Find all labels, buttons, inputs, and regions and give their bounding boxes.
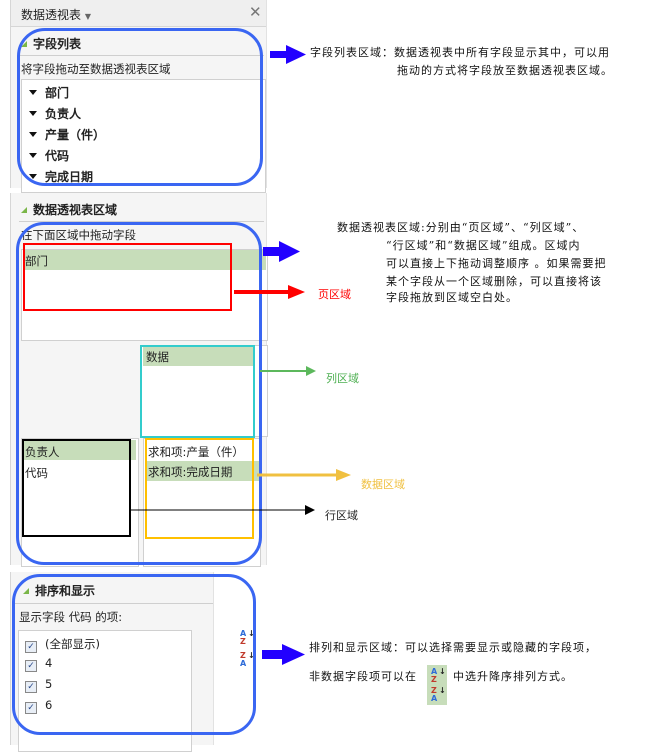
field-list-panel: 数据透视表 ▼ ✕ 字段列表 将字段拖动至数据透视表区域 部门 负责人 产量（件… [10, 0, 267, 193]
field-list-note: 拖动的方式将字段放至数据透视表区域。 [397, 64, 613, 77]
sort-display-panel: 排序和显示 显示字段 代码 的项: ✓(全部显示) ✓4 ✓5 ✓6 [10, 572, 214, 752]
page-field[interactable]: 部门 [25, 254, 48, 268]
item-checkbox[interactable]: ✓ (全部显示) [25, 636, 100, 653]
pivot-area-title: 数据透视表区域 [33, 203, 118, 217]
pivot-note: 字段拖放到区域空白处。 [386, 291, 518, 304]
collapse-triangle-icon [21, 207, 27, 213]
divider [15, 603, 213, 604]
field-label: 部门 [45, 86, 70, 100]
item-label: 5 [45, 677, 53, 691]
data-field[interactable]: 求和项:产量（件） [148, 445, 244, 459]
panel-titlebar [11, 0, 266, 27]
column-area-highlight [140, 345, 255, 438]
field-label: 代码 [45, 149, 70, 163]
page-area-label: 页区域 [318, 288, 351, 301]
row-area-label: 行区域 [325, 509, 358, 522]
item-list-box [18, 630, 192, 752]
blue-arrow-icon [263, 241, 300, 262]
sort-note: 非数据字段项可以在 [309, 670, 417, 683]
field-list-hint: 将字段拖动至数据透视表区域 [21, 62, 171, 76]
green-arrow-icon [260, 366, 316, 376]
pivot-area-panel: 数据透视表区域 在下面区域中拖动字段 部门 数据 负责人 代码 求和项:产量（件… [10, 193, 268, 567]
row-area-highlight [22, 439, 131, 537]
field-item[interactable]: 产量（件） [29, 126, 105, 143]
checkbox-checked-icon: ✓ [25, 681, 37, 693]
pivot-area-hint: 在下面区域中拖动字段 [21, 228, 136, 242]
page-area-highlight [23, 243, 232, 311]
column-area-label: 列区域 [326, 372, 359, 385]
field-list-box [21, 79, 266, 193]
item-checkbox[interactable]: ✓5 [25, 677, 52, 693]
field-list-title: 字段列表 [33, 37, 82, 51]
panel-title-dropdown[interactable]: 数据透视表 ▼ [21, 6, 91, 23]
pivot-note: “行区域”和“数据区域”组成。区域内 [386, 239, 581, 252]
data-field[interactable]: 求和项:完成日期 [148, 465, 233, 479]
pivot-note: 数据透视表区域:分别由“页区域”、“列区域”、 [337, 221, 585, 234]
checkbox-checked-icon: ✓ [25, 660, 37, 672]
field-list-note: 字段列表区域：数据透视表中所有字段显示其中，可以用 [310, 46, 610, 59]
divider [19, 55, 264, 56]
yellow-arrow-icon [257, 469, 351, 481]
field-label: 负责人 [45, 107, 82, 121]
item-label: (全部显示) [45, 637, 100, 651]
sort-display-highlight [12, 574, 256, 735]
close-icon[interactable]: ✕ [249, 3, 262, 21]
column-field[interactable]: 数据 [146, 350, 169, 364]
sort-display-hint: 显示字段 代码 的项: [19, 610, 123, 624]
data-area-highlight [145, 438, 254, 539]
item-label: 6 [45, 698, 53, 712]
sort-display-title: 排序和显示 [35, 584, 96, 598]
caret-down-icon [29, 90, 37, 95]
blue-arrow-icon [270, 45, 306, 64]
field-item[interactable]: 负责人 [29, 105, 81, 122]
sort-note: 排列和显示区域：可以选择需要显示或隐藏的字段项， [309, 641, 597, 654]
item-checkbox[interactable]: ✓4 [25, 656, 52, 672]
red-arrow-icon [234, 285, 305, 299]
panel-title: 数据透视表 [21, 8, 82, 22]
chevron-down-icon: ▼ [84, 12, 91, 21]
pivot-note: 某个字段从一个区域删除，可以直接将该 [386, 275, 602, 288]
row-field[interactable]: 代码 [25, 466, 48, 480]
pivot-area-highlight [16, 222, 262, 565]
pivot-note: 可以直接上下拖动调整顺序 。如果需要把 [386, 257, 607, 270]
item-label: 4 [45, 656, 53, 670]
field-item[interactable]: 部门 [29, 84, 69, 101]
row-field[interactable]: 负责人 [25, 445, 60, 459]
data-area-label: 数据区域 [361, 478, 405, 491]
divider [19, 221, 264, 222]
checkbox-checked-icon: ✓ [25, 641, 37, 653]
sort-note: 中选升降序排列方式。 [453, 670, 573, 683]
caret-down-icon [29, 153, 37, 158]
caret-down-icon [29, 111, 37, 116]
field-item[interactable]: 代码 [29, 147, 69, 164]
field-label: 产量（件） [45, 128, 106, 142]
blue-arrow-icon [262, 644, 305, 665]
field-list-highlight [17, 28, 263, 186]
black-arrow-icon [130, 505, 315, 515]
pivot-area-header[interactable]: 数据透视表区域 [21, 201, 117, 218]
caret-down-icon [29, 132, 37, 137]
field-label: 完成日期 [45, 170, 94, 184]
